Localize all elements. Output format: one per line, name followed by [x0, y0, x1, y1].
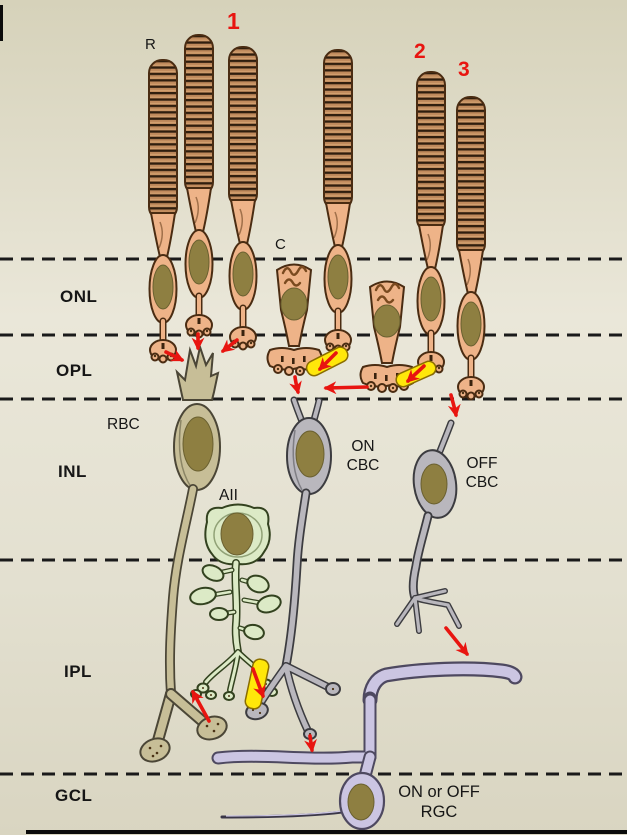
arrow-gap-junction-2	[406, 364, 426, 383]
label-layer-opl: OPL	[56, 361, 93, 380]
label-layer-inl: INL	[58, 462, 87, 481]
label-rbc: RBC	[107, 416, 140, 433]
rod-photoreceptor-3	[457, 97, 485, 400]
arrow-cone-to-on-cbc	[289, 375, 302, 395]
label-rod: R	[145, 36, 156, 53]
label-off-cbc: OFF CBC	[455, 454, 509, 492]
off-cone-bipolar-cell	[394, 419, 462, 634]
label-aii: AII	[219, 487, 238, 504]
frame-edge-left	[0, 5, 3, 41]
label-off-cbc-line1: OFF	[466, 455, 498, 472]
rod-photoreceptor-middle	[185, 35, 213, 338]
arrow-aii-to-on-cbc	[251, 667, 266, 699]
rod-photoreceptor-r	[149, 60, 177, 363]
label-pathway-1: 1	[227, 8, 240, 34]
arrow-off-cbc-to-rgc	[444, 626, 469, 657]
arrow-rod-to-rbc-right	[220, 338, 239, 353]
label-rgc: ON or OFF RGC	[383, 782, 495, 822]
label-off-cbc-line2: CBC	[465, 474, 499, 491]
arrow-cone2-to-on-cbc	[323, 381, 369, 395]
frame-edge-bottom	[26, 830, 627, 834]
arrow-rod3-to-off-cbc	[447, 393, 461, 418]
label-layer-gcl: GCL	[55, 786, 93, 805]
label-on-cbc-line1: ON	[351, 438, 375, 455]
arrow-rod-to-rbc-left	[164, 349, 185, 362]
label-rgc-line1: ON or OFF	[398, 783, 480, 801]
label-rgc-line2: RGC	[420, 803, 458, 821]
cone-photoreceptor-c	[266, 263, 323, 377]
signal-arrows	[164, 332, 469, 753]
label-cone: C	[275, 236, 286, 253]
arrow-gap-junction-1	[318, 351, 338, 371]
rod-photoreceptor-1	[229, 47, 257, 350]
rod-bipolar-cell	[139, 343, 228, 763]
label-on-cbc: ON CBC	[336, 437, 390, 475]
label-pathway-2: 2	[414, 40, 426, 63]
label-on-cbc-line2: CBC	[346, 457, 380, 474]
rod-photoreceptor-2	[417, 72, 445, 375]
retinal-ganglion-cell	[211, 661, 523, 831]
label-layer-ipl: IPL	[64, 662, 92, 681]
label-pathway-3: 3	[458, 58, 470, 81]
layer-boundary-lines	[0, 257, 627, 776]
arrow-rbc-to-aii	[191, 689, 211, 723]
rod-photoreceptor-4	[324, 50, 352, 353]
label-layer-onl: ONL	[60, 287, 98, 306]
on-cone-bipolar-cell	[245, 396, 341, 740]
aii-amacrine-cell	[189, 503, 282, 701]
arrow-on-cbc-to-rgc	[304, 734, 317, 753]
